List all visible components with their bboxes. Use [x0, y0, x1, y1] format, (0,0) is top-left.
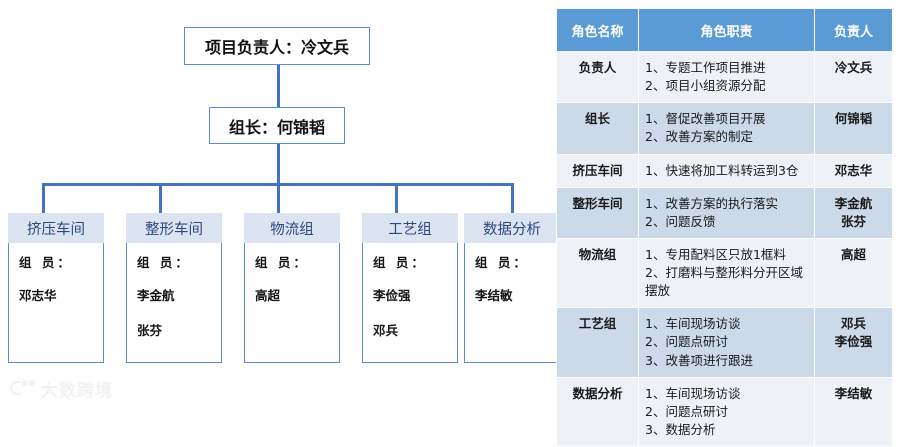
cell-owner: 李金航 张芬	[814, 186, 893, 239]
dept-card-extrusion[interactable]: 挤压车间 组 员： 邓志华	[8, 213, 104, 363]
table-header-row: 角色名称 角色职责 负责人	[556, 8, 893, 52]
members-label: 组 员：	[19, 255, 73, 270]
member-name: 邓兵	[373, 323, 399, 338]
roles-table: 角色名称 角色职责 负责人 负责人 1、专题工作项目推进 2、项目小组资源分配 …	[556, 8, 893, 447]
members-label: 组 员：	[373, 255, 427, 270]
cell-owner: 邓志华	[814, 153, 893, 188]
table-row: 组长 1、督促改善项目开展 2、改善方案的制定 何锦韬	[556, 102, 893, 155]
member-name: 张芬	[137, 323, 163, 338]
connector-owner-to-leader	[277, 65, 280, 107]
dept-title: 整形车间	[126, 213, 222, 243]
duty-line: 1、车间现场访谈	[645, 316, 741, 332]
owner-line: 冷文兵	[834, 60, 873, 75]
dept-members: 组 员： 李俭强 邓兵	[362, 243, 458, 363]
watermark-text: 大数跨境	[41, 381, 113, 401]
watermark: 大数跨境	[10, 376, 113, 401]
cell-role: 负责人	[556, 50, 639, 104]
roles-table-container: 角色名称 角色职责 负责人 负责人 1、专题工作项目推进 2、项目小组资源分配 …	[556, 8, 893, 447]
connector-drop-1	[42, 183, 45, 213]
connector-drop-5	[511, 183, 514, 213]
cell-owner: 冷文兵	[814, 50, 893, 104]
cell-role: 组长	[556, 102, 639, 155]
dept-card-data-analysis[interactable]: 数据分析 组 员： 李结敏	[464, 213, 560, 363]
cell-role: 工艺组	[556, 307, 639, 378]
dept-card-shaping[interactable]: 整形车间 组 员： 李金航 张芬	[126, 213, 222, 363]
owner-line: 李金航	[834, 195, 873, 211]
watermark-logo-icon	[10, 380, 36, 397]
owner-line: 李俭强	[834, 334, 873, 350]
col-header-role-duty: 角色职责	[638, 8, 815, 52]
cell-owner: 高超	[814, 237, 893, 309]
table-row: 负责人 1、专题工作项目推进 2、项目小组资源分配 冷文兵	[556, 50, 893, 104]
members-label: 组 员：	[475, 255, 529, 270]
cell-duty: 1、改善方案的执行落实 2、问题反馈	[638, 186, 815, 239]
dept-card-process[interactable]: 工艺组 组 员： 李俭强 邓兵	[362, 213, 458, 363]
dept-members: 组 员： 李结敏	[464, 243, 560, 363]
org-node-project-owner[interactable]: 项目负责人：冷文兵	[184, 27, 370, 65]
duty-line: 2、打磨料与整形料分开区域摆放	[645, 265, 803, 299]
cell-owner: 何锦韬	[814, 102, 893, 155]
dept-title: 数据分析	[464, 213, 560, 243]
owner-line: 李结敏	[834, 385, 873, 401]
cell-duty: 1、快速将加工料转运到3仓	[638, 153, 815, 188]
dept-title: 工艺组	[362, 213, 458, 243]
connector-drop-4	[395, 183, 398, 213]
table-row: 数据分析 1、车间现场访谈 2、问题点研讨 3、数据分析 李结敏	[556, 376, 893, 447]
dept-members: 组 员： 邓志华	[8, 243, 104, 363]
connector-leader-to-bus	[277, 144, 280, 185]
duty-line: 2、问题反馈	[645, 213, 716, 229]
col-header-owner: 负责人	[814, 8, 893, 52]
connector-drop-2	[159, 183, 162, 213]
member-name: 高超	[255, 288, 281, 303]
table-row: 物流组 1、专用配料区只放1框料 2、打磨料与整形料分开区域摆放 高超	[556, 237, 893, 309]
cell-role: 物流组	[556, 237, 639, 309]
dept-members: 组 员： 李金航 张芬	[126, 243, 222, 363]
table-row: 整形车间 1、改善方案的执行落实 2、问题反馈 李金航 张芬	[556, 186, 893, 239]
dept-title: 物流组	[244, 213, 340, 243]
duty-line: 2、问题点研讨	[645, 334, 728, 350]
duty-line: 1、改善方案的执行落实	[645, 195, 778, 211]
dept-card-logistics[interactable]: 物流组 组 员： 高超	[244, 213, 340, 363]
member-name: 李俭强	[373, 288, 411, 303]
cell-owner: 邓兵 李俭强	[814, 307, 893, 378]
table-row: 挤压车间 1、快速将加工料转运到3仓 邓志华	[556, 153, 893, 188]
owner-line: 邓兵	[840, 316, 866, 332]
org-chart: 项目负责人：冷文兵 组长：何锦韬 挤压车间 组 员： 邓志华 整形车间 组 员：…	[8, 27, 560, 401]
cell-owner: 李结敏	[814, 376, 893, 447]
member-name: 李结敏	[475, 288, 513, 303]
cell-role: 整形车间	[556, 186, 639, 239]
cell-duty: 1、车间现场访谈 2、问题点研讨 3、数据分析	[638, 376, 815, 447]
duty-line: 2、项目小组资源分配	[645, 78, 766, 94]
duty-line: 1、车间现场访谈	[645, 385, 741, 401]
duty-line: 2、问题点研讨	[645, 403, 728, 419]
dept-members: 组 员： 高超	[244, 243, 340, 363]
duty-line: 3、改善项进行跟进	[645, 352, 753, 368]
member-name: 邓志华	[19, 288, 57, 303]
duty-line: 1、快速将加工料转运到3仓	[645, 162, 799, 178]
cell-duty: 1、专用配料区只放1框料 2、打磨料与整形料分开区域摆放	[638, 237, 815, 309]
duty-line: 1、专用配料区只放1框料	[645, 246, 786, 262]
owner-line: 何锦韬	[834, 111, 873, 127]
table-row: 工艺组 1、车间现场访谈 2、问题点研讨 3、改善项进行跟进 邓兵 李俭强	[556, 307, 893, 378]
owner-line: 邓志华	[834, 162, 873, 178]
members-label: 组 员：	[137, 255, 191, 270]
slide-canvas: 项目负责人：冷文兵 组长：何锦韬 挤压车间 组 员： 邓志华 整形车间 组 员：…	[8, 8, 893, 447]
owner-line: 张芬	[840, 213, 866, 229]
owner-line: 高超	[840, 246, 866, 262]
cell-role: 数据分析	[556, 376, 639, 447]
cell-duty: 1、督促改善项目开展 2、改善方案的制定	[638, 102, 815, 155]
member-name: 李金航	[137, 288, 175, 303]
cell-role: 挤压车间	[556, 153, 639, 188]
connector-drop-3	[277, 183, 280, 213]
members-label: 组 员：	[255, 255, 309, 270]
duty-line: 2、改善方案的制定	[645, 129, 753, 145]
cell-duty: 1、专题工作项目推进 2、项目小组资源分配	[638, 50, 815, 104]
cell-duty: 1、车间现场访谈 2、问题点研讨 3、改善项进行跟进	[638, 307, 815, 378]
duty-line: 1、督促改善项目开展	[645, 111, 766, 127]
col-header-role-name: 角色名称	[556, 8, 639, 52]
org-node-team-leader[interactable]: 组长：何锦韬	[209, 107, 345, 144]
duty-line: 3、数据分析	[645, 421, 716, 437]
duty-line: 1、专题工作项目推进	[645, 60, 766, 75]
dept-title: 挤压车间	[8, 213, 104, 243]
